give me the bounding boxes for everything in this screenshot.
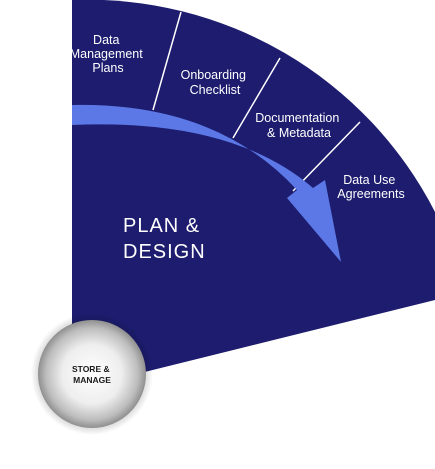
segment-label-onboarding-checklist: Onboarding Checklist xyxy=(181,68,250,97)
segment-line: Onboarding xyxy=(181,68,246,82)
segment-line: Checklist xyxy=(190,83,241,97)
circle-line: STORE & xyxy=(72,364,110,374)
flow-arrow xyxy=(72,104,341,263)
store-manage-circle xyxy=(38,320,146,428)
segment-line: & Metadata xyxy=(267,126,331,140)
segment-dividers xyxy=(152,11,361,192)
segment-line: Data xyxy=(93,33,119,47)
main-stage-line: DESIGN xyxy=(123,241,206,263)
main-stage-line: PLAN & xyxy=(123,215,200,237)
segment-label-data-management-plans: Data Management Plans xyxy=(70,33,146,75)
segment-line: Plans xyxy=(92,61,123,75)
divider-1 xyxy=(152,11,182,111)
segment-line: Management xyxy=(70,47,143,61)
plan-design-wedge xyxy=(72,0,435,390)
divider-3 xyxy=(292,121,361,192)
segment-line: Documentation xyxy=(255,111,339,125)
segment-line: Agreements xyxy=(337,187,404,201)
segment-line: Data Use xyxy=(343,173,395,187)
main-stage-label: PLAN & DESIGN xyxy=(123,215,207,263)
segment-label-data-use-agreements: Data Use Agreements xyxy=(337,173,404,201)
segment-label-documentation-metadata: Documentation & Metadata xyxy=(255,111,343,140)
divider-2 xyxy=(232,57,281,139)
circle-line: MANAGE xyxy=(73,375,111,385)
store-manage-label: STORE & MANAGE xyxy=(72,364,112,385)
